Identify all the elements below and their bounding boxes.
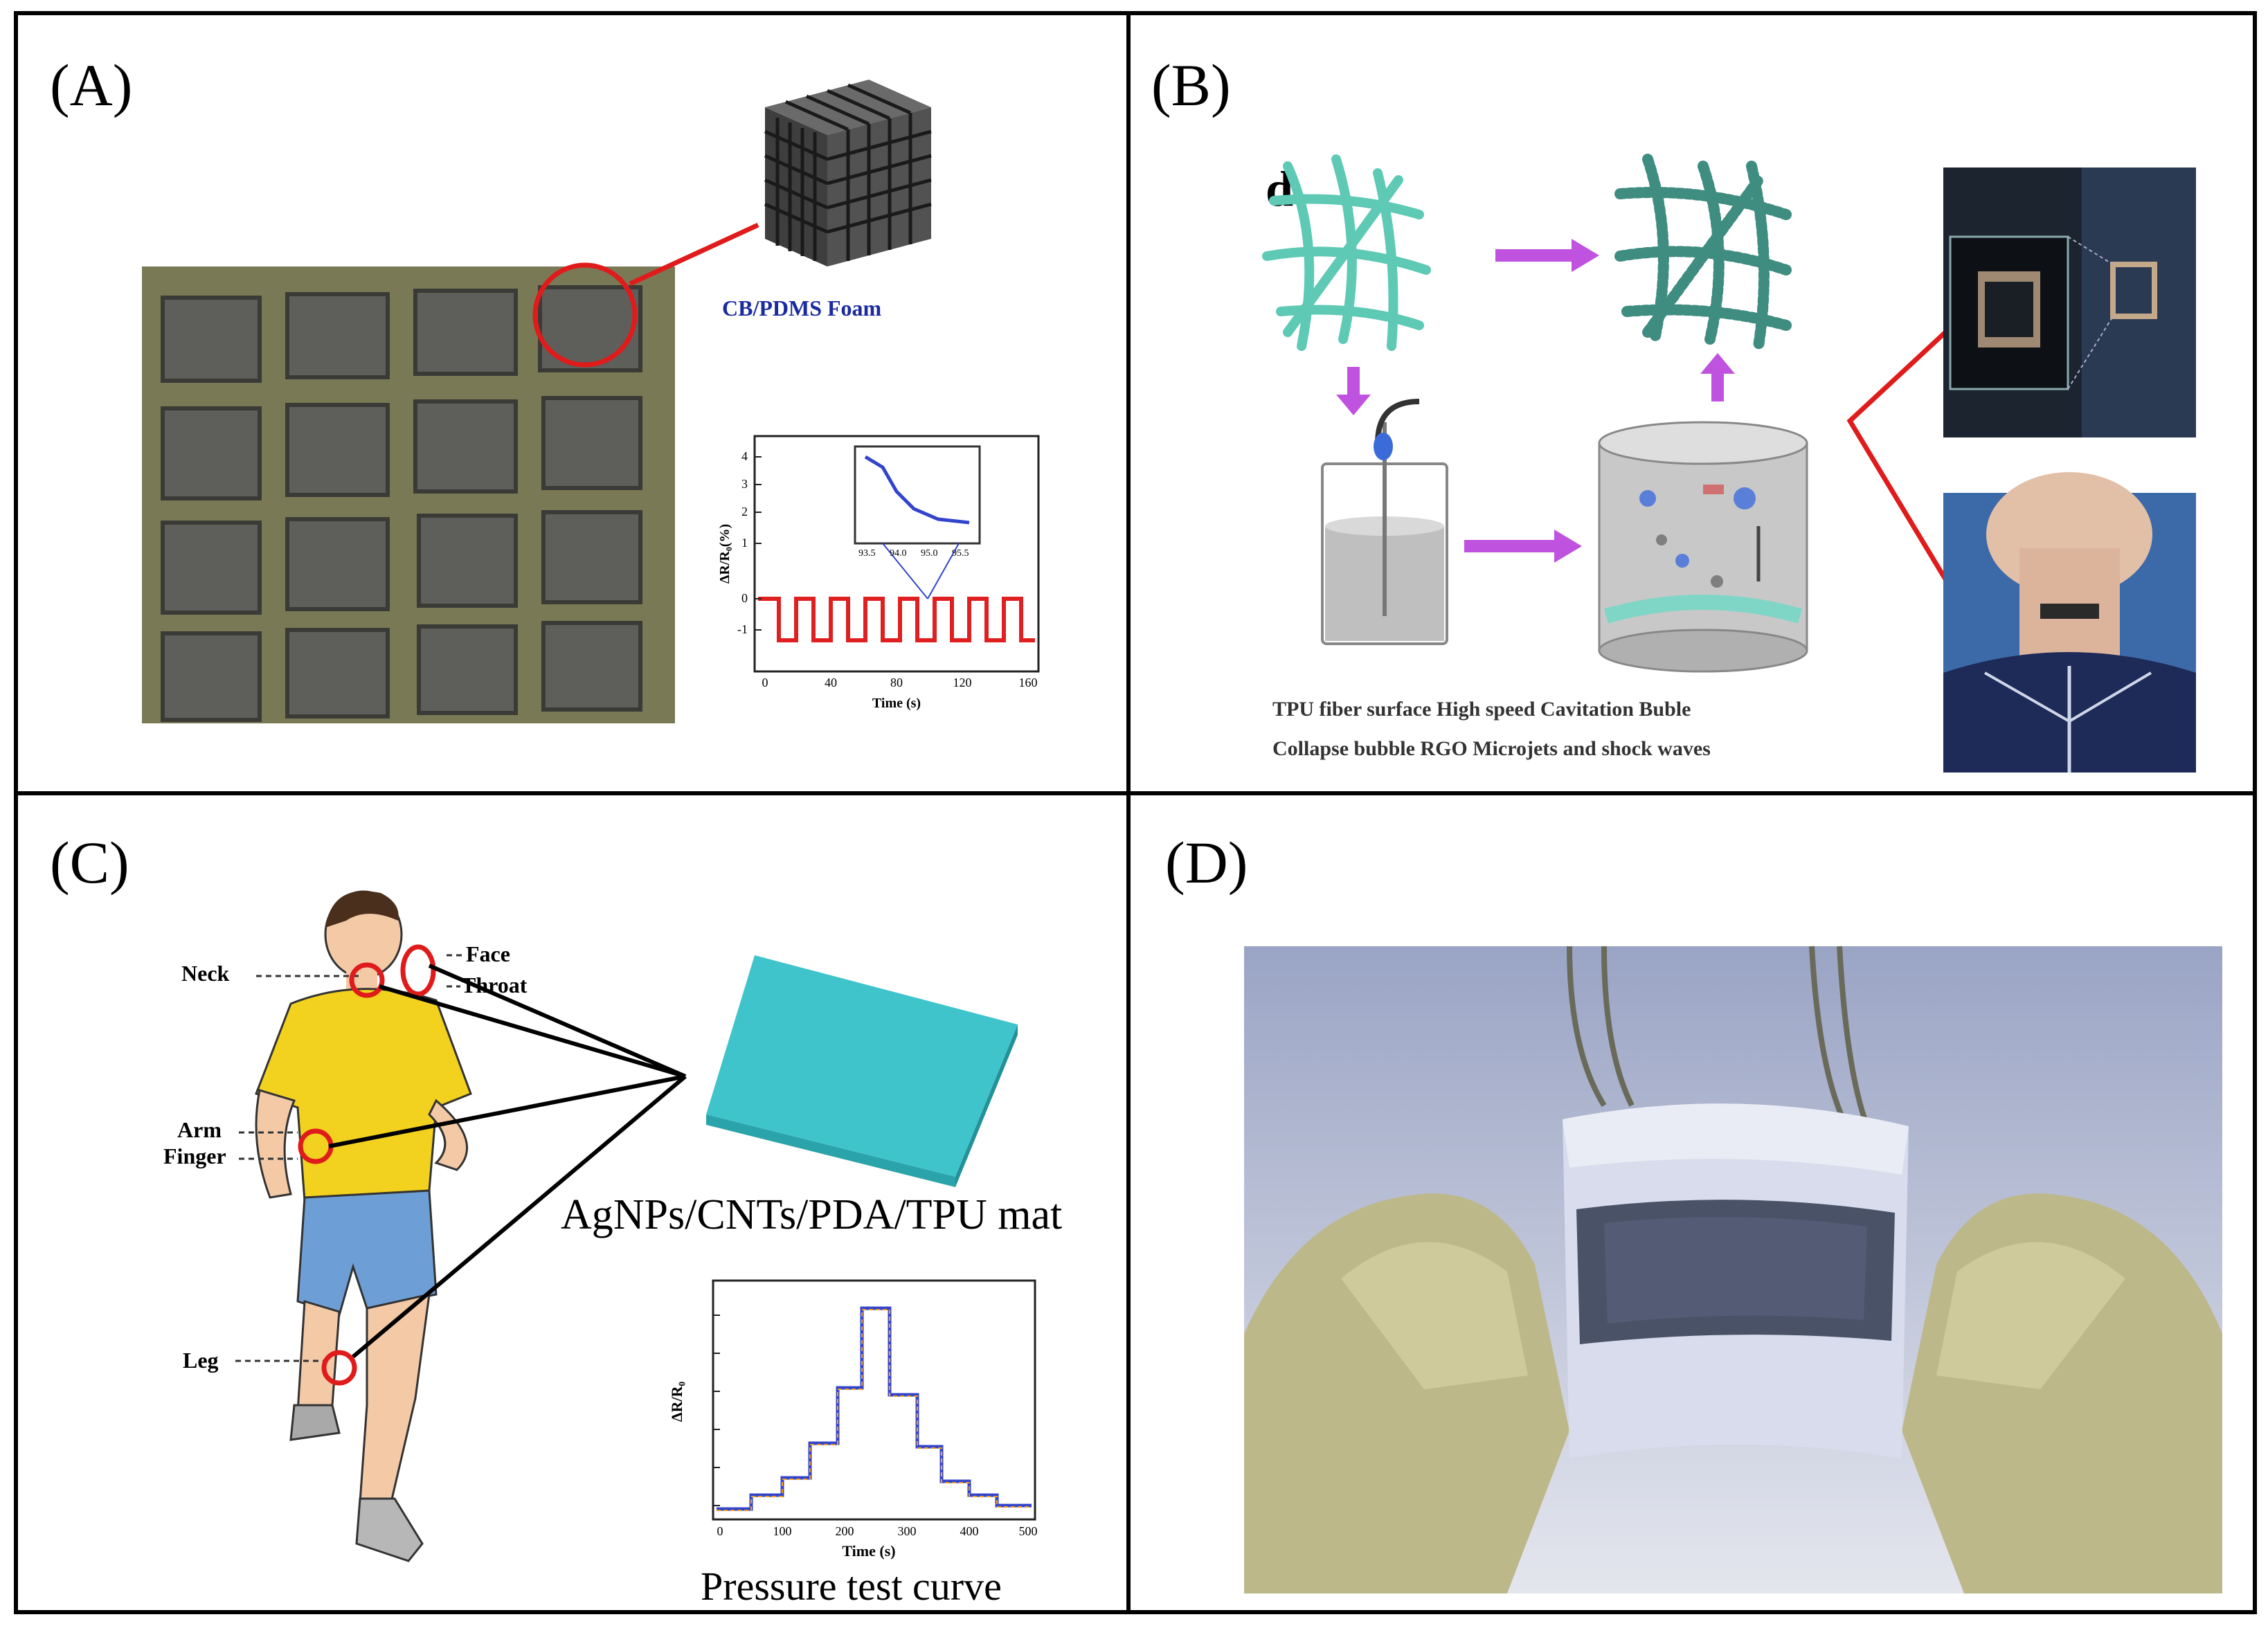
a-zoom-tick: 95.0 (921, 548, 938, 559)
lattice-cube-render (764, 80, 932, 267)
a-xtick: 0 (762, 676, 768, 689)
figure-frame (14, 11, 2257, 1614)
schematic-legend-line2: Collapse bubble RGO Microjets and shock … (1272, 737, 1711, 760)
label-arm: Arm (177, 1117, 222, 1142)
mat-caption: AgNPs/CNTs/PDA/TPU mat (561, 1191, 1063, 1238)
foam-array-photo (142, 267, 675, 723)
panel-divider-horizontal (14, 791, 2257, 795)
panel-b-label: (B) (1151, 52, 1231, 118)
a-zoom-tick: 94.0 (890, 548, 907, 559)
foam-zoom-highlight (532, 222, 759, 368)
c-xtick: 300 (898, 1524, 917, 1538)
a-xtick: 80 (890, 676, 903, 689)
a-ytick: 1 (741, 536, 748, 550)
label-face: Face (466, 941, 510, 966)
a-xtick: 120 (953, 676, 972, 689)
a-xlabel: Time (s) (872, 696, 921, 711)
a-ytick: 2 (741, 505, 748, 518)
c-xlabel: Time (s) (842, 1542, 895, 1560)
c-xtick: 0 (717, 1524, 723, 1538)
a-xtick: 160 (1019, 676, 1038, 689)
running-man-illustration (255, 890, 472, 1562)
panel-a-label: (A) (50, 52, 133, 118)
rgo-coating-schematic (1262, 154, 1808, 673)
panel-d-label: (D) (1165, 829, 1248, 896)
panel-b-connector (1846, 330, 1949, 583)
a-ytick: -1 (737, 622, 748, 636)
c-xtick: 200 (836, 1524, 854, 1538)
a-ytick: 3 (741, 477, 748, 491)
c-xtick: 500 (1019, 1524, 1038, 1538)
a-ytick: 0 (741, 591, 748, 605)
foam-label: CB/PDMS Foam (722, 296, 882, 320)
sensor-location-markers (235, 944, 687, 1386)
flexible-sensor-photo (1244, 946, 2222, 1593)
schematic-legend-line1: TPU fiber surface High speed Cavitation … (1272, 698, 1691, 721)
c-ylabel: ΔR/R₀ (668, 1381, 685, 1422)
sensor-mat-render (706, 955, 1018, 1187)
label-neck: Neck (181, 961, 230, 986)
a-xtick: 40 (825, 676, 837, 689)
a-ylabel: ΔR/R₀(%) (717, 524, 732, 584)
c-xtick: 400 (960, 1524, 979, 1538)
panel-c-label: (C) (50, 829, 129, 896)
panel-divider-vertical (1126, 11, 1131, 1614)
label-finger: Finger (163, 1144, 226, 1168)
sensor-wrist-photo (1943, 168, 2196, 437)
a-zoom-tick: 93.5 (858, 548, 876, 559)
label-leg: Leg (183, 1348, 219, 1373)
sensor-neck-photo (1943, 472, 2196, 773)
c-xtick: 100 (773, 1524, 792, 1538)
a-ytick: 4 (741, 449, 748, 463)
curve-caption: Pressure test curve (701, 1564, 1002, 1609)
a-zoom-tick: 95.5 (952, 548, 969, 559)
